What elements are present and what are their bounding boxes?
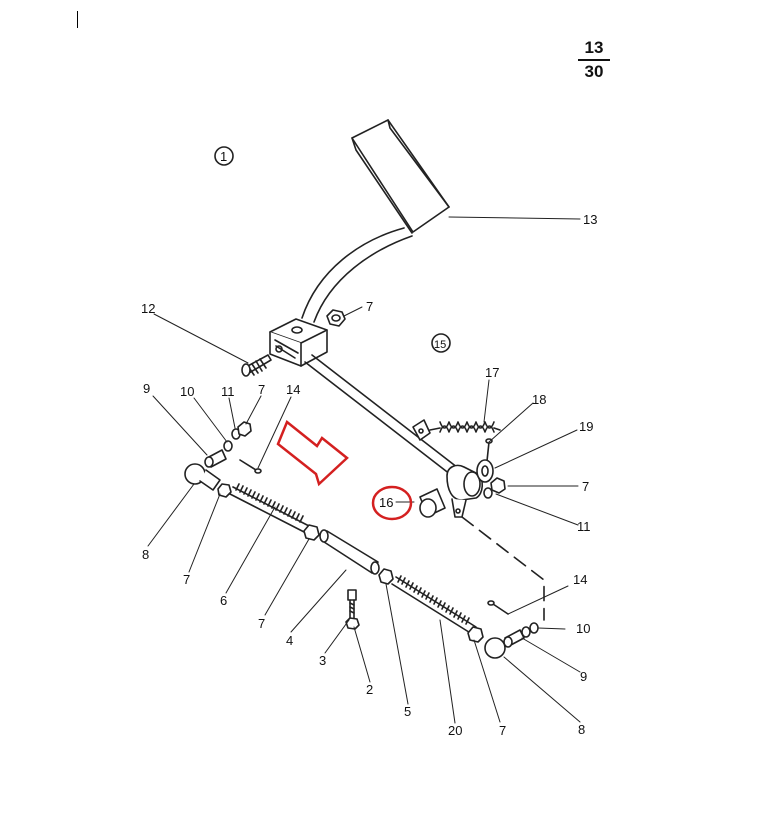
spring-17 [429, 421, 501, 433]
label-nut-mid: 7 [258, 616, 265, 631]
link-rod [304, 354, 463, 479]
marker-circle-link [431, 333, 451, 353]
label-sleeve: 4 [286, 633, 293, 648]
page-number: 13 30 [578, 38, 610, 82]
ball-socket-left [204, 449, 227, 468]
label-ball-joint-right: 8 [578, 722, 585, 737]
text-cursor [77, 11, 78, 28]
washer-11-right [483, 487, 493, 499]
threaded-rod-20 [391, 575, 477, 635]
callout-labels: 1 15 13 12 7 17 18 19 7 11 16 9 10 11 7 … [141, 149, 597, 738]
red-arrow [276, 419, 349, 487]
highlight-annotation [276, 419, 413, 521]
label-cotter-pin-left: 14 [286, 382, 300, 397]
leader-lines [147, 216, 581, 724]
bolt-12 [241, 354, 272, 377]
page-number-divider [578, 59, 610, 61]
label-washer-left: 10 [180, 384, 194, 399]
nut-bottom-right [467, 626, 484, 643]
lever-bushing [446, 464, 484, 518]
pedal-arm [301, 227, 413, 323]
label-lock-nut-mid: 5 [404, 704, 411, 719]
screw-3 [347, 589, 357, 619]
label-bolt: 12 [141, 301, 155, 316]
label-nut-bottom-right: 7 [499, 723, 506, 738]
sleeve-4 [319, 529, 380, 575]
label-nut-top: 7 [366, 299, 373, 314]
left-hardware [223, 421, 252, 452]
dashed-centerline [461, 516, 545, 621]
ball-joint-left [184, 463, 221, 491]
marker-circle-pedal [214, 146, 234, 166]
label-nut-screw: 2 [366, 682, 373, 697]
lock-nut-5 [378, 568, 394, 585]
label-threaded-rod-left: 6 [220, 593, 227, 608]
spring-bracket [412, 419, 431, 441]
label-washer-far-right: 10 [576, 621, 590, 636]
marker-pedal-label: 1 [220, 149, 227, 164]
red-circle [371, 485, 413, 521]
label-cotter-pin-upper: 18 [532, 392, 546, 407]
label-lockwasher-left: 11 [221, 384, 235, 399]
cotter-pin-18 [485, 438, 493, 462]
label-threaded-rod-right: 20 [448, 723, 462, 738]
cotter-pin-14-left [239, 459, 262, 474]
cotter-pin-14-right [487, 600, 509, 615]
washer-19 [476, 459, 494, 483]
nut-left-low [217, 483, 232, 498]
threaded-rod-6 [229, 483, 312, 535]
label-ball-joint-left: 8 [142, 547, 149, 562]
ball-joint-right [484, 637, 506, 659]
nut-right [490, 477, 506, 494]
label-bushing: 16 [379, 495, 393, 510]
nut-2 [345, 617, 360, 630]
label-pedal-pad: 13 [583, 212, 597, 227]
page-number-top: 13 [584, 38, 604, 57]
label-washer-right: 19 [579, 419, 593, 434]
bushing-16 [419, 488, 446, 518]
label-washer-lower-right: 11 [577, 519, 591, 534]
nut-top [326, 309, 346, 327]
page-number-bottom: 30 [584, 62, 604, 81]
label-ball-socket-right: 9 [580, 669, 587, 684]
label-ball-socket-left: 9 [143, 381, 150, 396]
label-nut-left-low: 7 [183, 572, 190, 587]
label-cotter-pin-right: 14 [573, 572, 587, 587]
label-nut-left-top: 7 [258, 382, 265, 397]
label-spring: 17 [485, 365, 499, 380]
ball-socket-right [503, 629, 525, 648]
label-nut-right: 7 [582, 479, 589, 494]
label-screw: 3 [319, 653, 326, 668]
nut-mid [303, 524, 320, 541]
marker-link-label: 15 [434, 339, 446, 351]
pedal-pad [351, 119, 450, 234]
pedal-mount-block [269, 318, 328, 367]
washer-10-right [521, 622, 539, 638]
